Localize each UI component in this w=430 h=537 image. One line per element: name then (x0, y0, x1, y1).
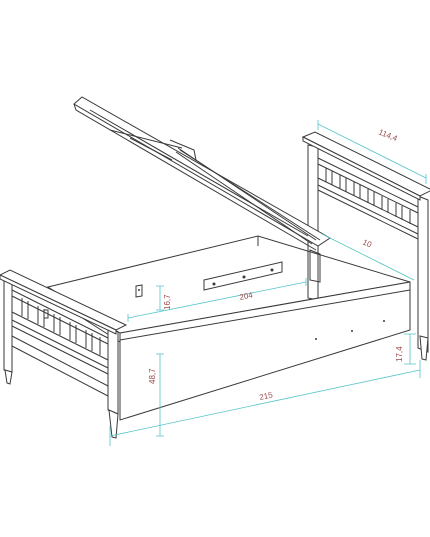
headboard (301, 131, 430, 361)
dim-inner-height-label: 16,7 (163, 294, 172, 310)
footboard (0, 269, 128, 439)
lift-frame (73, 96, 331, 251)
dim-total-length-label: 215 (259, 390, 274, 402)
dim-inner-length-label: 204 (239, 290, 254, 301)
dimension-lines (109, 120, 427, 446)
dim-width-label: 114,4 (377, 128, 399, 144)
bed-box (46, 235, 411, 421)
dim-slat-depth-label: 10 (361, 238, 373, 250)
dim-side-height-label: 48,7 (148, 368, 157, 384)
dim-leg-height-label: 17,4 (395, 346, 404, 362)
